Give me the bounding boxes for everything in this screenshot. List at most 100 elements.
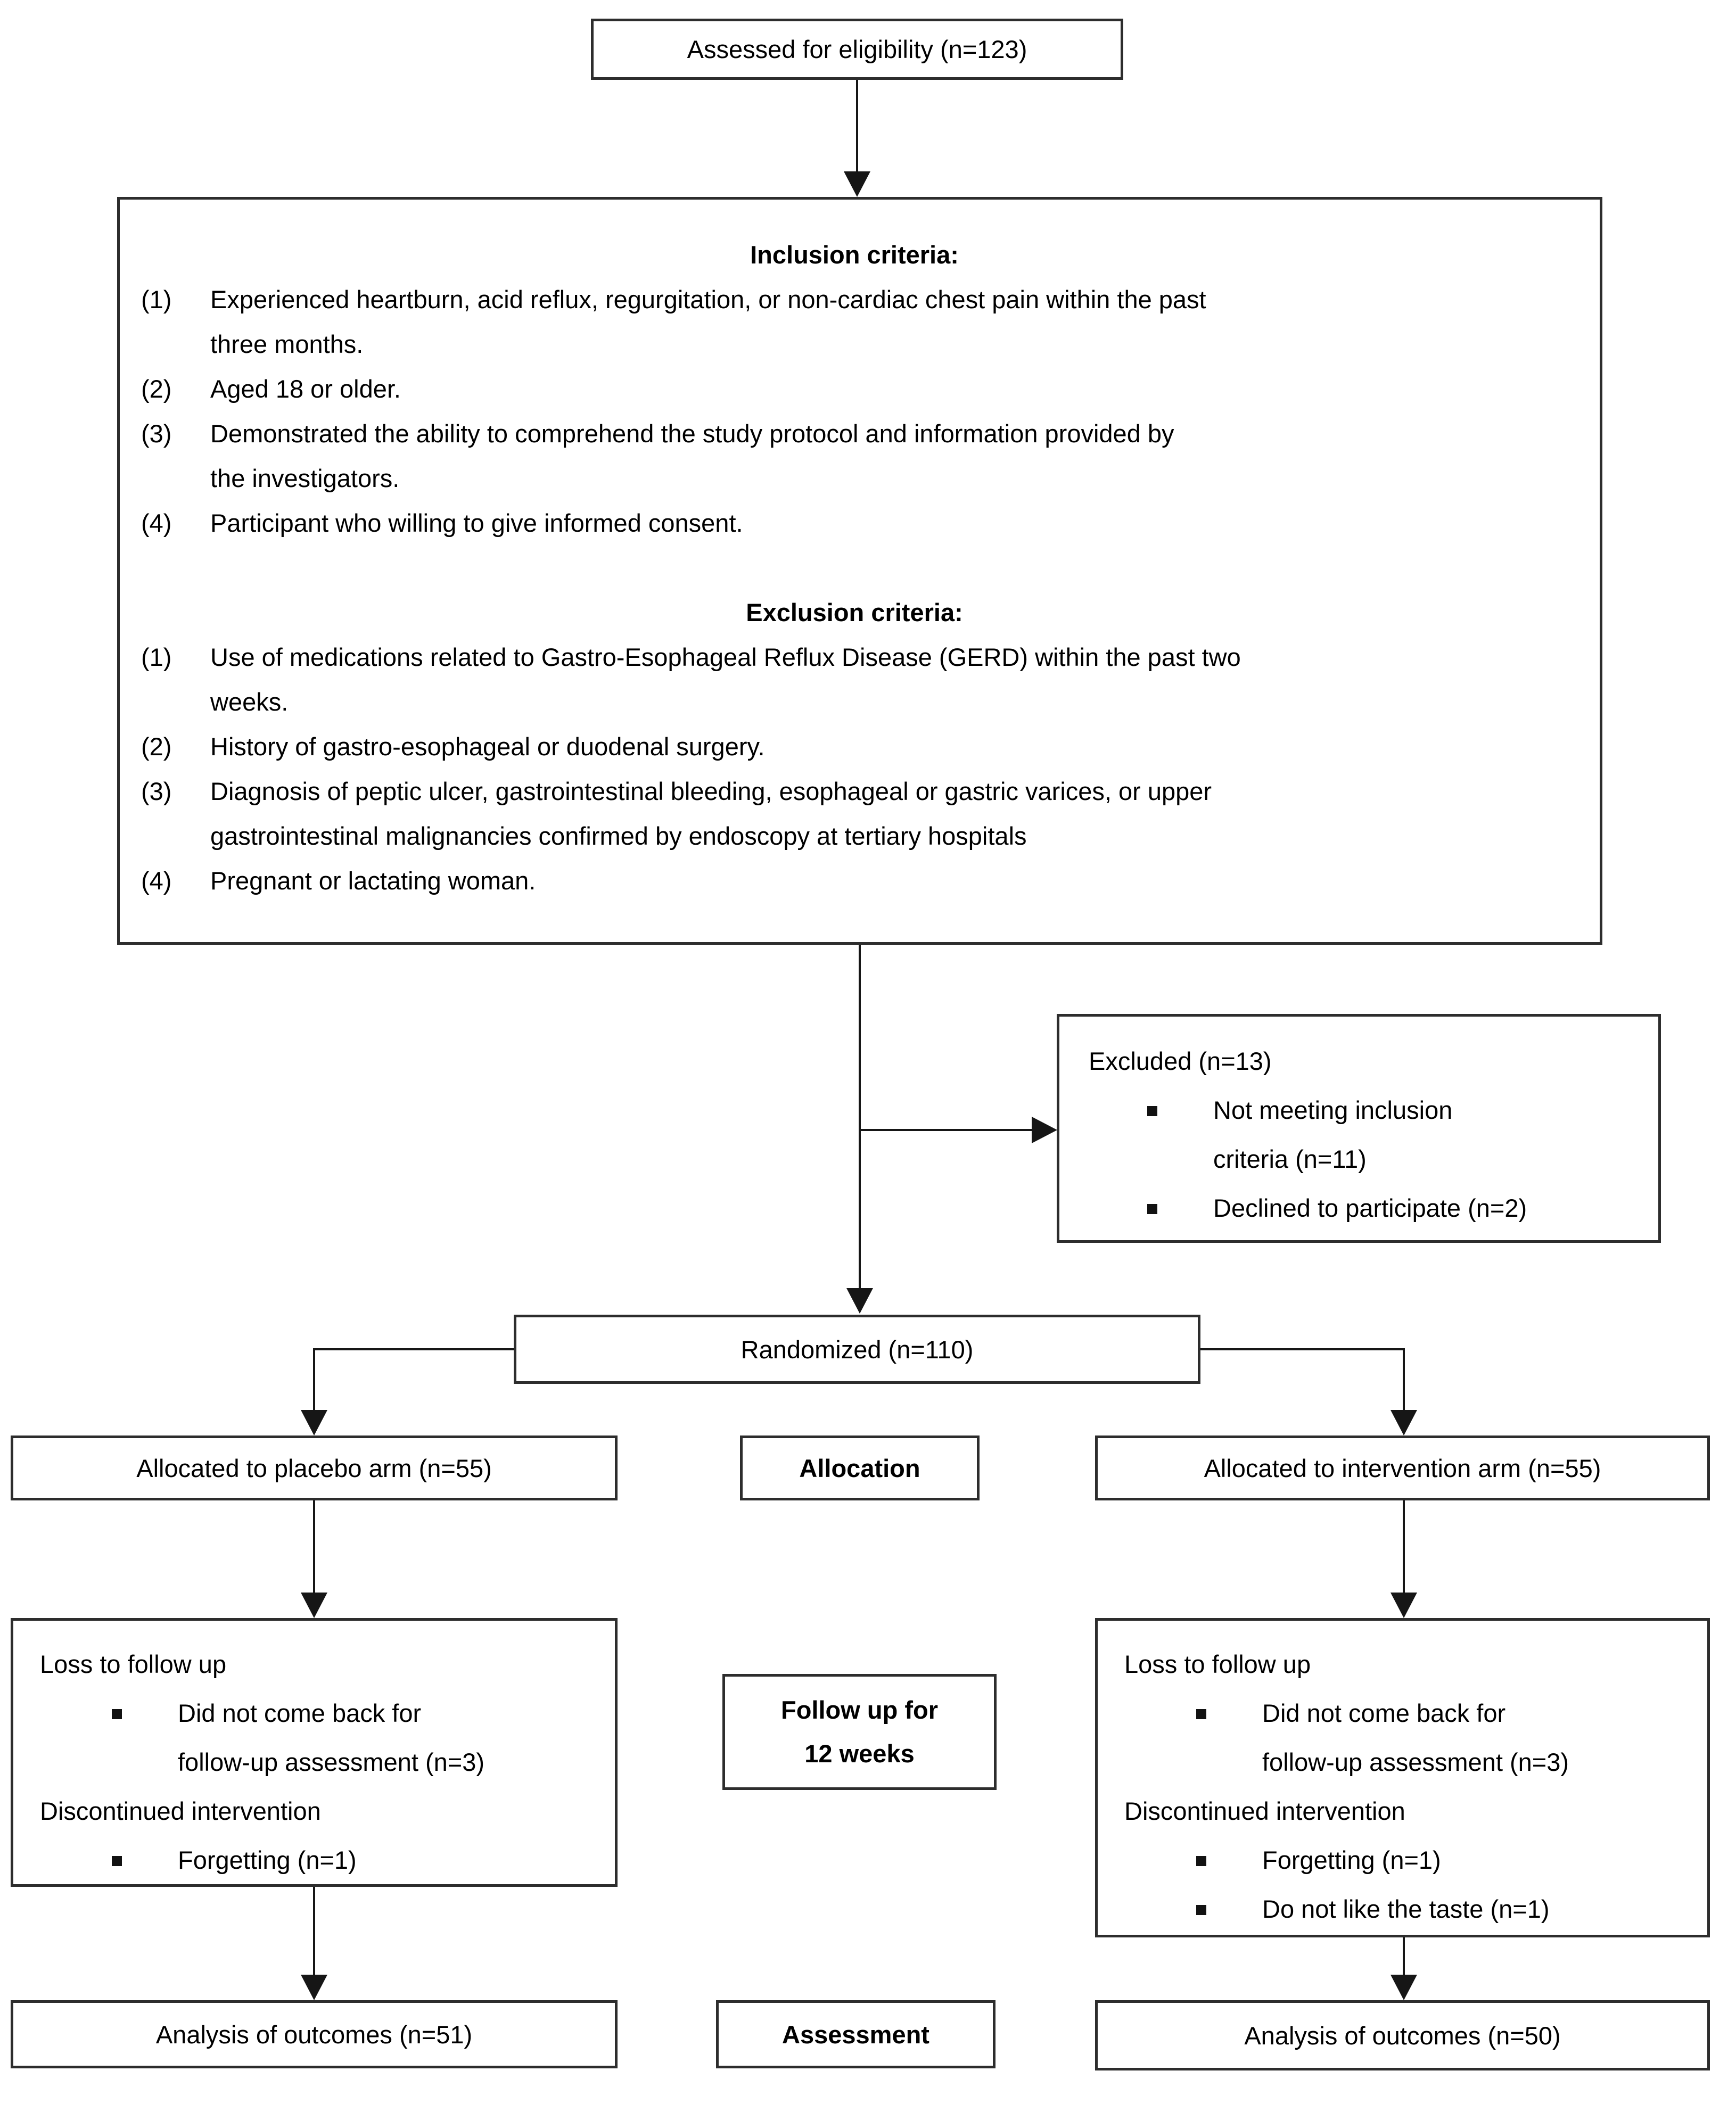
square-bullet-icon [112, 1856, 122, 1866]
arrowhead-down-icon [301, 1410, 327, 1436]
square-bullet-icon [1196, 1709, 1206, 1719]
item-line: Demonstrated the ability to comprehend t… [210, 419, 1174, 448]
bullet-line: Did not come back for [1262, 1699, 1506, 1727]
followup-intervention-content: Loss to follow up Did not come back for … [1098, 1621, 1707, 1934]
followup-placebo-box: Loss to follow up Did not come back for … [11, 1618, 618, 1887]
item-text: Use of medications related to Gastro-Eso… [210, 635, 1568, 724]
branch-right-hline [1200, 1348, 1405, 1350]
inclusion-item: (2) Aged 18 or older. [141, 367, 1568, 411]
item-line: Aged 18 or older. [210, 375, 401, 403]
followup-intervention-box: Loss to follow up Did not come back for … [1095, 1618, 1710, 1937]
item-text: Pregnant or lactating woman. [210, 859, 1568, 903]
followup-bullet: Did not come back for follow-up assessme… [1124, 1689, 1697, 1787]
exclusion-item: (4) Pregnant or lactating woman. [141, 859, 1568, 903]
excluded-title: Excluded (n=13) [1089, 1047, 1272, 1075]
arrowhead-down-icon [844, 171, 870, 197]
allocated-placebo-box: Allocated to placebo arm (n=55) [11, 1436, 618, 1500]
connector-intervention-followup [1403, 1500, 1405, 1594]
item-number: (3) [141, 777, 172, 805]
assessment-stage-label: Assessment [782, 2020, 929, 2049]
bullet-line: follow-up assessment (n=3) [178, 1748, 485, 1776]
bullet-line: Forgetting (n=1) [1262, 1846, 1441, 1874]
square-bullet-icon [1147, 1204, 1157, 1214]
connector-eligibility-criteria [856, 80, 858, 171]
connector-placebo-analysis [313, 1887, 315, 1976]
bullet-line: Not meeting inclusion [1213, 1096, 1453, 1124]
inclusion-item: (1) Experienced heartburn, acid reflux, … [141, 277, 1568, 367]
criteria-box: Inclusion criteria: (1) Experienced hear… [117, 197, 1602, 945]
item-line: Participant who willing to give informed… [210, 509, 743, 537]
item-text: Participant who willing to give informed… [210, 501, 1568, 546]
randomized-box: Randomized (n=110) [514, 1315, 1200, 1384]
item-line: Experienced heartburn, acid reflux, regu… [210, 285, 1206, 314]
followup-bullet: Forgetting (n=1) [40, 1836, 604, 1885]
followup-stage-label: Follow up for 12 weeks [781, 1688, 938, 1776]
bullet-line: Did not come back for [178, 1699, 422, 1727]
arrowhead-down-icon [1391, 1593, 1417, 1618]
bullet-line: follow-up assessment (n=3) [1262, 1748, 1569, 1776]
item-line: weeks. [210, 688, 289, 716]
arrowhead-down-icon [1391, 1410, 1417, 1436]
followup-bullet: Forgetting (n=1) [1124, 1836, 1697, 1885]
bullet-text: Not meeting inclusion criteria (n=11) [1213, 1086, 1452, 1184]
inclusion-item: (3) Demonstrated the ability to comprehe… [141, 411, 1568, 501]
discontinued-heading: Discontinued intervention [1124, 1797, 1405, 1825]
followup-bullet: Do not like the taste (n=1) [1124, 1885, 1697, 1934]
branch-left-hline [313, 1348, 514, 1350]
arrowhead-down-icon [301, 1593, 327, 1618]
criteria-content: Inclusion criteria: (1) Experienced hear… [120, 200, 1600, 903]
item-line: Pregnant or lactating woman. [210, 867, 536, 895]
bullet-text: Forgetting (n=1) [178, 1836, 357, 1885]
analysis-intervention-label: Analysis of outcomes (n=50) [1244, 2021, 1561, 2050]
eligibility-box: Assessed for eligibility (n=123) [591, 19, 1123, 80]
bullet-line: Forgetting (n=1) [178, 1846, 357, 1874]
connector-placebo-followup [313, 1500, 315, 1594]
inclusion-item: (4) Participant who willing to give info… [141, 501, 1568, 546]
bullet-text: Did not come back for follow-up assessme… [178, 1689, 484, 1787]
followup-stage-line: 12 weeks [804, 1739, 915, 1768]
bullet-text: Did not come back for follow-up assessme… [1262, 1689, 1569, 1787]
excluded-box: Excluded (n=13) Not meeting inclusion cr… [1057, 1014, 1661, 1243]
analysis-intervention-box: Analysis of outcomes (n=50) [1095, 2000, 1710, 2070]
analysis-placebo-box: Analysis of outcomes (n=51) [11, 2000, 618, 2068]
loss-to-followup-heading: Loss to follow up [1124, 1650, 1311, 1678]
inclusion-criteria-title: Inclusion criteria: [750, 241, 959, 269]
discontinued-heading: Discontinued intervention [40, 1797, 321, 1825]
item-number: (3) [141, 419, 172, 448]
item-number: (1) [141, 285, 172, 314]
branch-right-vline [1403, 1348, 1405, 1411]
bullet-line: Do not like the taste (n=1) [1262, 1895, 1550, 1923]
item-text: Experienced heartburn, acid reflux, regu… [210, 277, 1568, 367]
connector-intervention-analysis [1403, 1937, 1405, 1976]
arrowhead-down-icon [301, 1975, 327, 2000]
item-text: History of gastro-esophageal or duodenal… [210, 724, 1568, 769]
item-number: (2) [141, 375, 172, 403]
connector-excluded-branch [860, 1129, 1033, 1131]
eligibility-label: Assessed for eligibility (n=123) [687, 35, 1027, 63]
exclusion-item: (1) Use of medications related to Gastro… [141, 635, 1568, 724]
item-text: Aged 18 or older. [210, 367, 1568, 411]
item-number: (4) [141, 509, 172, 537]
bullet-text: Declined to participate (n=2) [1213, 1184, 1527, 1233]
arrowhead-down-icon [846, 1288, 873, 1314]
bullet-line: criteria (n=11) [1213, 1145, 1367, 1173]
exclusion-item: (2) History of gastro-esophageal or duod… [141, 724, 1568, 769]
square-bullet-icon [1196, 1905, 1206, 1915]
followup-bullet: Did not come back for follow-up assessme… [40, 1689, 604, 1787]
excluded-bullet: Not meeting inclusion criteria (n=11) [1089, 1086, 1645, 1184]
followup-placebo-content: Loss to follow up Did not come back for … [13, 1621, 615, 1885]
item-number: (1) [141, 643, 172, 671]
branch-left-vline [313, 1348, 315, 1411]
bullet-text: Do not like the taste (n=1) [1262, 1885, 1550, 1934]
allocated-placebo-label: Allocated to placebo arm (n=55) [136, 1454, 492, 1482]
item-text: Demonstrated the ability to comprehend t… [210, 411, 1568, 501]
item-number: (4) [141, 867, 172, 895]
connector-criteria-randomized [859, 945, 861, 1288]
followup-stage-line: Follow up for [781, 1696, 938, 1724]
arrowhead-down-icon [1391, 1975, 1417, 2000]
square-bullet-icon [1196, 1856, 1206, 1866]
allocated-intervention-label: Allocated to intervention arm (n=55) [1204, 1454, 1601, 1482]
item-text: Diagnosis of peptic ulcer, gastrointesti… [210, 769, 1568, 859]
exclusion-criteria-title: Exclusion criteria: [746, 598, 963, 626]
